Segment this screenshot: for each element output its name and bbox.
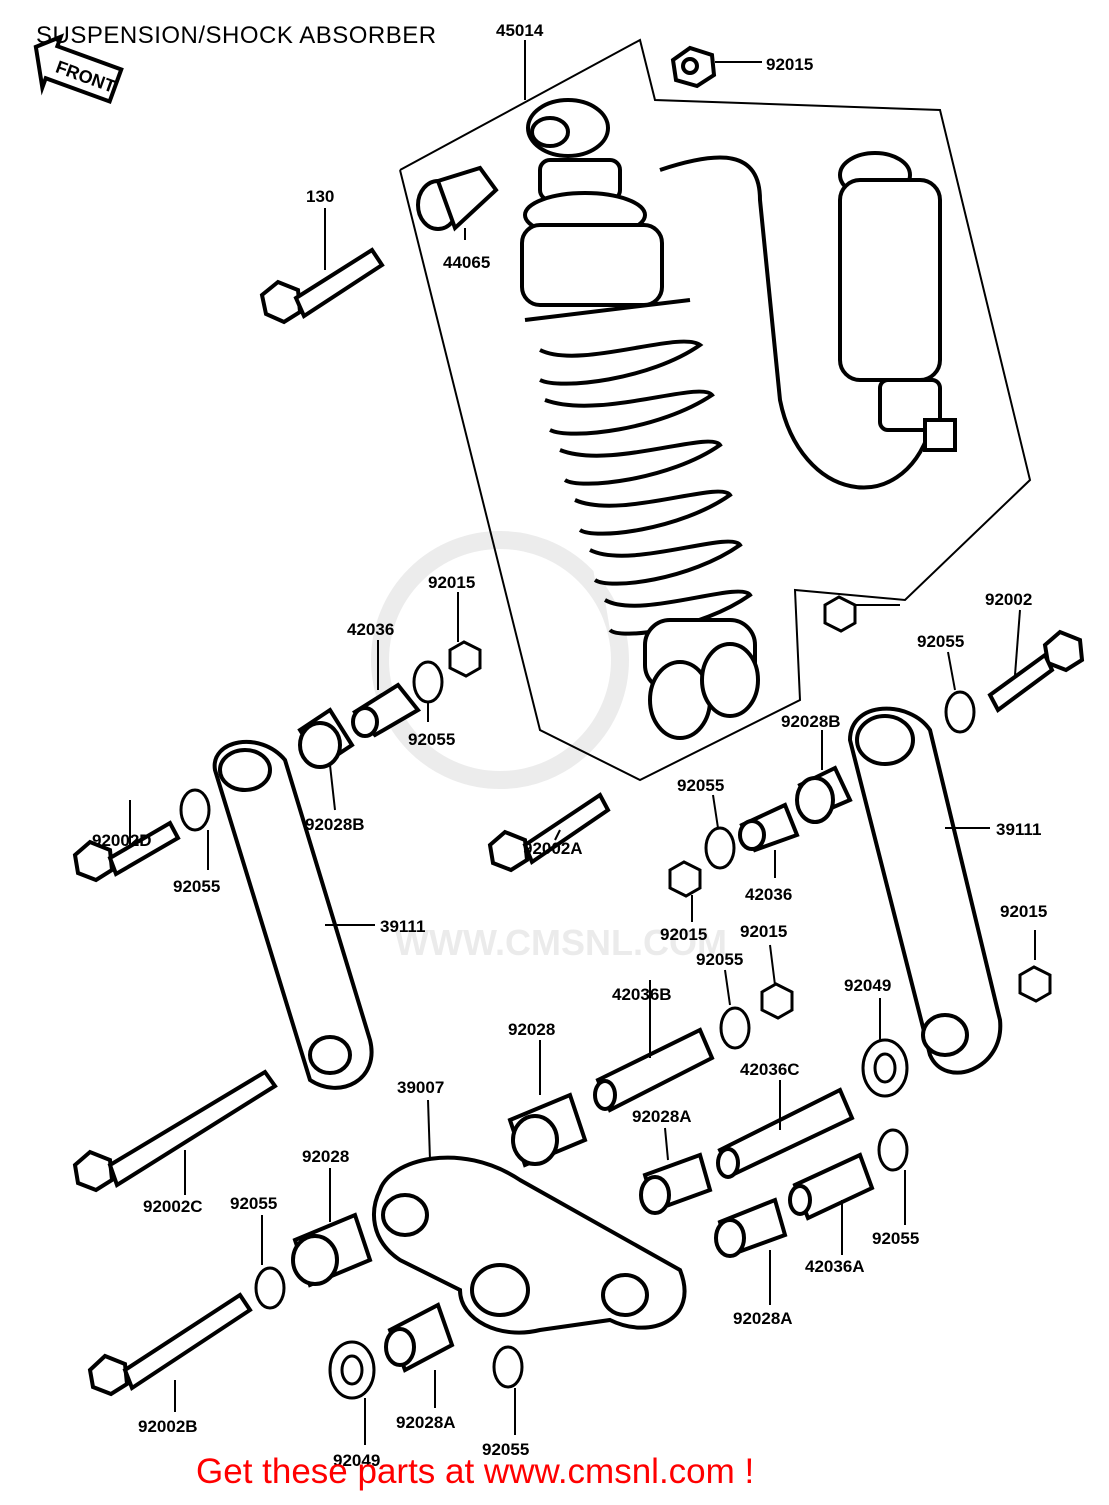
part-labels: 45014 92015 130 44065 92015 92002 42036 …	[92, 21, 1047, 1470]
footer-link[interactable]: Get these parts at www.cmsnl.com !	[196, 1452, 755, 1491]
part-label: 44065	[443, 253, 490, 272]
part-label: 92055	[917, 632, 964, 651]
part-label: 42036	[347, 620, 394, 639]
part-label: 92028A	[733, 1309, 793, 1328]
part-label: 92055	[677, 776, 724, 795]
part-label: 92002C	[143, 1197, 203, 1216]
part-label: 92055	[173, 877, 220, 896]
bolt-130	[259, 247, 385, 325]
nut-92015-top	[670, 45, 717, 89]
part-label: 39111	[996, 820, 1041, 839]
part-label: 42036	[745, 885, 792, 904]
link-39111-left	[212, 740, 374, 1090]
page-title: SUSPENSION/SHOCK ABSORBER	[36, 22, 437, 49]
rocker-arm-39007	[372, 1155, 687, 1335]
part-label: 130	[306, 187, 334, 206]
part-label: 92028B	[305, 815, 365, 834]
part-label: 92055	[230, 1194, 277, 1213]
part-label: 92028A	[632, 1107, 692, 1126]
part-label: 39111	[380, 917, 425, 936]
watermark: WWW.CMSNL.COM	[371, 531, 727, 963]
part-label: 42036A	[805, 1257, 865, 1276]
part-label: 92002A	[523, 839, 583, 858]
link-39111-right	[847, 706, 1003, 1075]
part-label: 92049	[333, 1451, 380, 1470]
part-label: 92015	[740, 922, 787, 941]
part-label: 92002D	[92, 831, 152, 850]
part-label: 92055	[872, 1229, 919, 1248]
part-label: 92028A	[396, 1413, 456, 1432]
part-label: 92002B	[138, 1417, 198, 1436]
part-label: 42036C	[740, 1060, 800, 1079]
collar-44065	[416, 165, 499, 232]
part-label: 92055	[408, 730, 455, 749]
front-arrow-icon: FRONT	[33, 33, 124, 105]
part-label: 92015	[766, 55, 813, 74]
part-label: 92015	[428, 573, 475, 592]
part-label: 92028B	[781, 712, 841, 731]
part-label: 92028	[508, 1020, 555, 1039]
shock-reservoir	[838, 151, 957, 452]
part-label: 39007	[397, 1078, 444, 1097]
shock-absorber	[520, 98, 932, 740]
part-label: 92015	[1000, 902, 1047, 921]
long-bolts	[72, 629, 1085, 1397]
part-label: 92002	[985, 590, 1032, 609]
watermark-text: WWW.CMSNL.COM	[395, 922, 727, 963]
leader-lines	[129, 40, 1036, 1445]
part-label: 92055	[482, 1440, 529, 1459]
shock-assembly-box	[399, 38, 1032, 782]
part-label: 92049	[844, 976, 891, 995]
bushings	[291, 682, 875, 1373]
part-label: 92028	[302, 1147, 349, 1166]
part-label: 42036B	[612, 985, 672, 1004]
part-label: 92055	[696, 950, 743, 969]
part-label: 92015	[660, 925, 707, 944]
part-label: 45014	[496, 21, 544, 40]
